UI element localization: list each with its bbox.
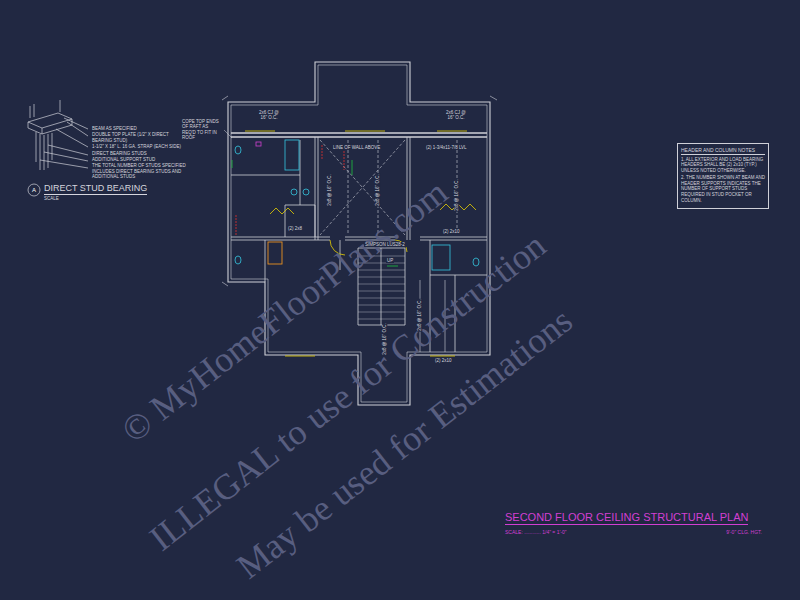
markers	[224, 130, 232, 138]
stair-label: UP	[386, 258, 394, 263]
joist-label: 2x8 @ 16" O.C.	[375, 173, 380, 206]
markers	[236, 145, 344, 235]
header-label: (2) 2x10	[434, 358, 453, 363]
tub	[268, 242, 282, 264]
roof-and-walls	[231, 140, 315, 237]
plumbing-fixtures	[303, 189, 309, 195]
windows-doors	[245, 131, 467, 132]
stud-bearing-detail	[36, 132, 52, 170]
plumbing-fixtures	[285, 140, 299, 170]
header-label: (2) 2x8	[287, 226, 303, 231]
stud-bearing-detail	[30, 100, 60, 118]
stud-bearing-detail	[28, 100, 88, 196]
notes-box: HEADER AND COLUMN NOTES 1. ALL EXTERIOR A…	[677, 143, 769, 209]
joist-label: 2x8 @ 16" O.C.	[327, 173, 332, 206]
plumbing-fixtures	[235, 256, 241, 264]
stud-bearing-detail	[28, 119, 72, 134]
detail-note: DOUBLE TOP PLATE (1/2" X DIRECT BEARING …	[92, 132, 187, 143]
markers	[256, 142, 261, 146]
plumbing-fixtures	[291, 189, 297, 195]
tub	[268, 242, 282, 264]
roof-and-walls	[231, 133, 487, 137]
notes-heading: HEADER AND COLUMN NOTES	[681, 147, 765, 155]
detail-note: THE TOTAL NUMBER OF STUDS SPECIFIED INCL…	[92, 163, 187, 179]
joist-label: 2x8 @ 16" O.C.	[417, 298, 422, 331]
plan-note: LINE OF WALL ABOVE	[332, 145, 381, 150]
watermark: © MyHomeFloorPlans.com	[113, 171, 456, 452]
detail-note: BEAM AS SPECIFIED	[92, 126, 187, 131]
detail-note: 1-1/2" X 18" L. 16 GA. STRAP (EACH SIDE)	[92, 144, 187, 149]
ceiling-height: 9'-0" CLG. HGT.	[726, 529, 762, 535]
hanger-label: SIMPSON LUS28-2	[364, 242, 406, 247]
joist-label: 2x8 @ 16" O.C.	[382, 322, 387, 355]
scale-note: SCALE: ............ 1/4" = 1'-0"	[505, 529, 567, 535]
stud-bearing-detail	[40, 118, 88, 168]
windows-doors	[270, 208, 294, 214]
note-text: 1. ALL EXTERIOR AND LOAD BEARING HEADERS…	[681, 157, 765, 174]
detail-note: DIRECT BEARING STUDS	[92, 151, 187, 156]
note-text: 2. THE NUMBER SHOWN AT BEAM AND HEADER S…	[681, 175, 765, 203]
callout-letter: A	[29, 187, 39, 194]
joist-label: 2x8 @ 16" O.C.	[454, 178, 459, 211]
detail-title: DIRECT STUD BEARING	[44, 183, 147, 195]
joist-label: 2x6 CJ @ 16" O.C.	[256, 110, 282, 121]
plumbing-fixtures	[235, 146, 241, 154]
plumbing-fixtures	[432, 245, 450, 270]
beam-label: (2) 1-3/4x11-7/8 LVL	[425, 145, 468, 150]
detail-note: ADDITIONAL SUPPORT STUD	[92, 157, 187, 162]
stud-bearing-detail	[28, 113, 72, 128]
stud-bearing-detail	[28, 184, 40, 196]
plan-note: COPE TOP ENDS OF RAFT AS REQ'D TO FIT IN…	[182, 119, 222, 141]
joist-label: 2x6 CJ @ 16" O.C.	[443, 110, 469, 121]
header-label: (2) 2x10	[442, 229, 461, 234]
scale-note: SCALE	[44, 196, 59, 201]
drawing-title: SECOND FLOOR CEILING STRUCTURAL PLAN	[505, 511, 748, 525]
